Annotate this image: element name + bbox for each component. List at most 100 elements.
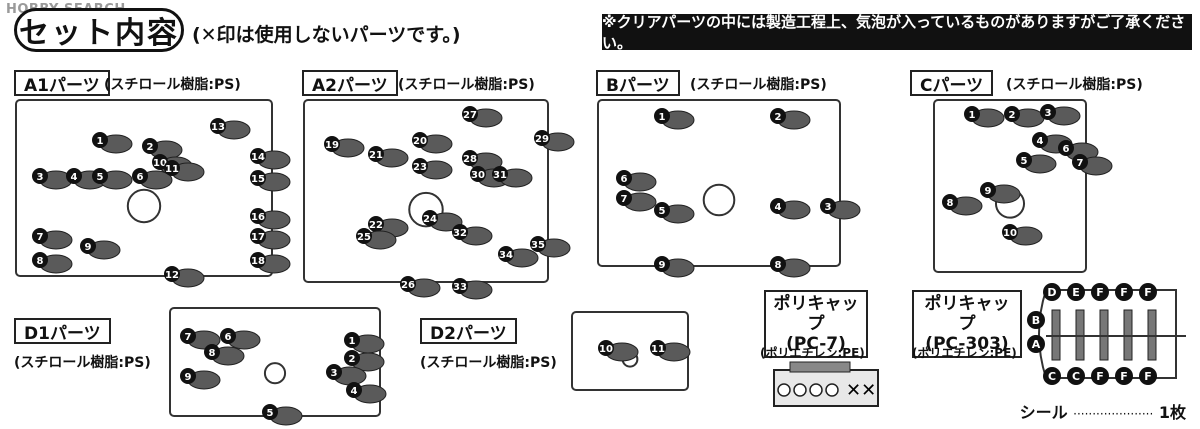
runner-d1-tab: D1パーツ (14, 318, 111, 344)
part-number-label: 1 (969, 110, 976, 121)
part-number-label: 8 (775, 260, 782, 271)
runner-d2-material: (スチロール樹脂:PS) (420, 355, 557, 371)
polycap-letter-marker (1067, 283, 1085, 301)
part-number-label: 34 (499, 250, 513, 261)
polycap-letter-label: C (1048, 370, 1056, 383)
part-number-label: 4 (775, 202, 782, 213)
part-number-marker (1004, 106, 1020, 122)
part-number-label: 10 (1003, 228, 1017, 239)
part-number-label: 7 (621, 194, 628, 205)
polycap-pc303-title-line1: ポリキャップ (924, 294, 1010, 334)
polycap-letter-marker (1091, 367, 1109, 385)
part-number-label: 16 (251, 212, 265, 223)
part-number-label: 23 (413, 162, 427, 173)
runner-frame (597, 99, 841, 267)
part-number-label: 12 (165, 270, 179, 281)
part-number-label: 1 (659, 112, 666, 123)
runner-gate (126, 188, 162, 224)
part-number-marker (142, 138, 158, 154)
runner-b-material: (スチロール樹脂:PS) (690, 77, 827, 93)
clear-parts-banner: ※クリアパーツの中には製造工程上、気泡が入っているものがありますがご了承ください… (602, 13, 1192, 52)
polycap-letter-marker (1091, 283, 1109, 301)
part-number-label: 9 (985, 186, 992, 197)
part-number-marker (616, 190, 632, 206)
part-number-marker (452, 224, 468, 240)
part-number-label: 8 (209, 348, 216, 359)
polycap-letter-label: F (1120, 370, 1128, 383)
part-number-label: 10 (153, 158, 167, 169)
part-number-label: 5 (659, 206, 666, 217)
part-number-marker (324, 136, 340, 152)
polycap-letter-label: F (1144, 286, 1152, 299)
polycap-letter-marker (1067, 367, 1085, 385)
part-number-label: 20 (413, 136, 427, 147)
polycap-letter-label: B (1032, 314, 1040, 327)
part-number-label: 4 (351, 386, 358, 397)
part-number-label: 18 (251, 256, 265, 267)
part-number-label: 11 (165, 164, 179, 175)
polycap-letter-marker (1027, 335, 1045, 353)
polycap-letter-marker (1115, 367, 1133, 385)
runner-frame (933, 99, 1087, 273)
part-number-label: 7 (185, 332, 192, 343)
part-number-marker (1072, 154, 1088, 170)
part-number-label: 32 (453, 228, 467, 239)
runner-d1-material: (スチロール樹脂:PS) (14, 355, 151, 371)
part-number-label: 5 (97, 172, 104, 183)
part-number-label: 1 (97, 136, 104, 147)
polycap-letter-label: C (1072, 370, 1080, 383)
part-number-label: 21 (369, 150, 383, 161)
part-number-label: 7 (1077, 158, 1084, 169)
part-number-marker (250, 252, 266, 268)
runner-gate (702, 183, 736, 217)
part-number-marker (346, 382, 362, 398)
part-number-label: 9 (185, 372, 192, 383)
polycap-pc303-title-line2: (PC-303) (925, 334, 1009, 354)
part-number-marker (1058, 140, 1074, 156)
part-number-label: 14 (251, 152, 265, 163)
part-number-marker (462, 150, 478, 166)
polycap-pc7-title-line2: (PC-7) (786, 334, 846, 354)
part-number-label: 2 (147, 142, 154, 153)
part-number-marker (344, 332, 360, 348)
polycap-letter-label: F (1144, 370, 1152, 383)
polycap-letter-label: D (1047, 286, 1056, 299)
runner-a1-tab: A1パーツ (14, 70, 110, 96)
part-number-label: 19 (325, 140, 339, 151)
part-number-marker (770, 198, 786, 214)
part-number-marker (132, 168, 148, 184)
runner-gate (263, 362, 287, 385)
part-number-marker (422, 210, 438, 226)
part-number-marker (262, 404, 278, 420)
runner-c-tab: Cパーツ (910, 70, 994, 96)
polycap-pc7-title: ポリキャップ (PC-7) (764, 290, 868, 358)
part-number-marker (492, 166, 508, 182)
part-number-label: 30 (471, 170, 485, 181)
polycap-letter-label: E (1072, 286, 1080, 299)
part-number-marker (1032, 132, 1048, 148)
part-number-label: 33 (453, 282, 467, 293)
seal-label: シール (1019, 403, 1068, 422)
part-number-label: 11 (651, 344, 665, 355)
polycap-letter-label: A (1032, 338, 1041, 351)
part-number-label: 3 (825, 202, 832, 213)
part-number-marker (92, 168, 108, 184)
polycap-pc7-diagram: ✕✕ (773, 361, 879, 407)
part-number-marker (1040, 104, 1056, 120)
polycap-letter-marker (1043, 367, 1061, 385)
runner-c-material: (スチロール樹脂:PS) (1006, 77, 1143, 93)
part-number-marker (654, 256, 670, 272)
polycap-letter-marker (1043, 283, 1061, 301)
part-number-marker (80, 238, 96, 254)
part-number-marker (32, 228, 48, 244)
runner-d2-tab: D2パーツ (420, 318, 517, 344)
part-number-marker (964, 106, 980, 122)
part-number-label: 17 (251, 232, 265, 243)
polycap-pc7-material: (ポリエチレン:PE) (760, 346, 865, 360)
part-number-label: 9 (85, 242, 92, 253)
